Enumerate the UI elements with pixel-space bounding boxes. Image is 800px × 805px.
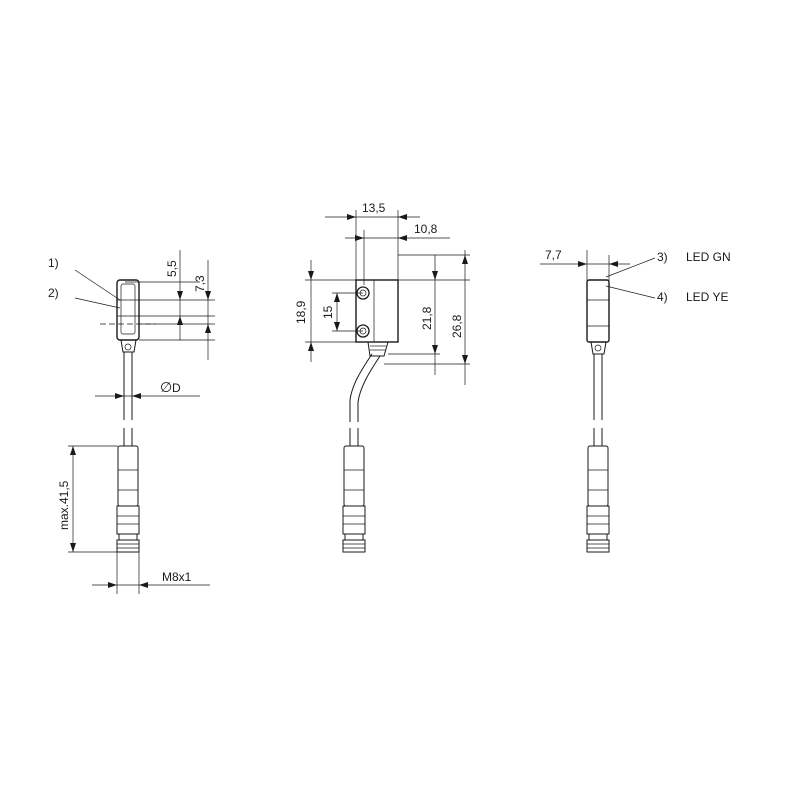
dim-10-8: 10,8 (414, 222, 438, 236)
led-ye-label: LED YE (686, 290, 728, 304)
dim-5-5: 5,5 (165, 260, 179, 277)
callout-2: 2) (48, 286, 59, 300)
dim-7-3: 7,3 (193, 275, 207, 292)
front-connector (117, 445, 139, 507)
right-view: 7,7 3) 4) LED GN LED YE (540, 248, 731, 553)
dim-m8x1: M8x1 (162, 570, 192, 584)
dim-max-41-5: max.41,5 (57, 480, 71, 530)
dim-26-8: 26,8 (450, 314, 464, 338)
front-sensor-body (116, 279, 140, 341)
dim-18-9: 18,9 (294, 300, 308, 324)
dim-15: 15 (321, 305, 335, 319)
dim-21-8: 21,8 (420, 306, 434, 330)
callout-1: 1) (48, 256, 59, 270)
dim-7-7: 7,7 (545, 248, 562, 262)
callout-4: 4) (657, 290, 668, 304)
diameter-label: D (172, 381, 181, 395)
front-view: 1) 2) 5,5 7,3 ∅ D (48, 250, 215, 594)
diameter-symbol: ∅ (160, 379, 172, 395)
dim-13-5: 13,5 (362, 201, 386, 215)
right-sensor-body (586, 279, 610, 343)
side-view: 13,5 10,8 18,9 15 21,8 26,8 (294, 201, 470, 553)
led-gn-label: LED GN (686, 250, 731, 264)
right-connector (587, 445, 609, 507)
callout-3: 3) (657, 250, 668, 264)
side-connector (343, 445, 365, 507)
